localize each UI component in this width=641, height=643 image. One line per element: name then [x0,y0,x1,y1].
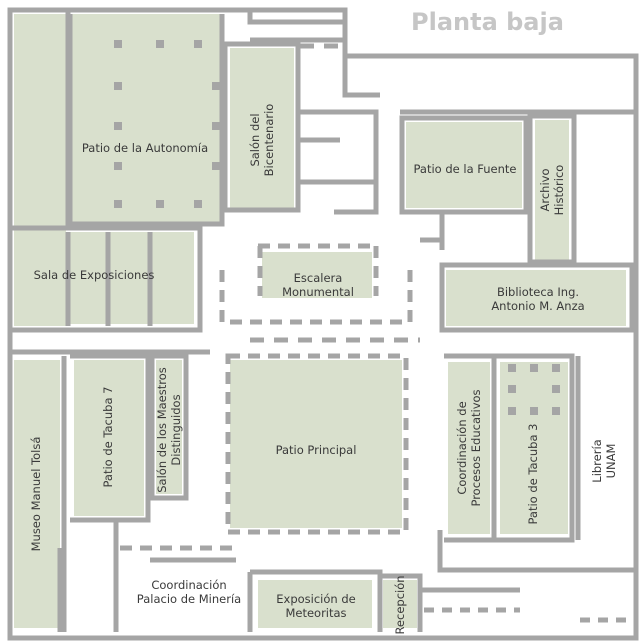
pillar [530,407,538,415]
wall-segment [222,41,301,213]
wall-segment [444,353,497,543]
room-patio-fuente: Patio de la Fuente [413,162,517,176]
pillar [508,364,516,372]
fill-archivo-historico [535,120,569,260]
room-sala-exposiciones: Sala de Exposiciones [33,268,155,282]
room-coordinacion-palacio: Coordinación Palacio de Minería [136,578,242,606]
wall-segment [70,353,151,523]
room-salon-bicentenario: Salón del Bicentenario [248,103,276,177]
wall-segment [10,225,203,333]
room-exposicion-meteoritos: Exposición de Meteoritas [276,592,356,620]
fill-coordinacion-procesos [448,362,490,534]
pillar [114,200,122,208]
wall-segment [219,270,413,325]
fill-patio-fuente [406,122,522,208]
wall-segment [527,113,577,265]
wall-segment [439,262,635,333]
fill-patio-tacuba-7 [74,360,144,516]
walls [7,7,639,641]
pillar [212,162,220,170]
pillar [212,122,220,130]
pillar [508,407,516,415]
room-museo-tolsa: Museo Manuel Tolsá [29,436,43,552]
fill-sala-exposiciones [14,232,194,324]
wall-segment [225,353,409,535]
pillar [212,82,220,90]
wall-segment [380,573,423,632]
fill-patio-autonomia [72,14,220,222]
pillar [530,364,538,372]
pillar [508,385,516,393]
fill-escalera-monumental [262,252,372,298]
pillar [114,162,122,170]
pillar [552,407,560,415]
wall-segment [437,530,636,573]
pillar [156,200,164,208]
fill-patio-principal [230,360,402,528]
room-libreria-unam: Librería UNAM [590,439,618,483]
room-patio-autonomia: Patio de la Autonomía [81,141,209,155]
pillar [156,40,164,48]
pillar [114,82,122,90]
fill-salon-bicentenario [230,48,294,208]
floor-title: Planta baja [411,8,564,36]
fill-salon-maestros [156,360,182,494]
fill-museo-tolsa [14,360,60,628]
pillar [114,122,122,130]
fill-recepcion [383,580,417,628]
pillar [552,385,560,393]
fill-exposicion-meteoritos [258,580,372,628]
wall-segment [496,353,575,543]
pillar [194,40,202,48]
pillar [114,40,122,48]
wall-segment [149,353,189,501]
wall-segment [250,569,383,632]
room-patio-tacuba-3: Patio de Tacuba 3 [526,423,540,525]
fill-biblioteca [446,270,626,326]
room-coordinacion-procesos: Coordinación de Procesos Educativos [455,389,483,507]
wall-segment [67,14,225,227]
room-patio-tacuba-7: Patio de Tacuba 7 [101,386,115,488]
wall-segment [399,115,529,215]
wall-segment [300,109,379,215]
pillar [194,200,202,208]
room-patio-principal: Patio Principal [275,443,357,457]
room-biblioteca: Biblioteca Ing. Antonio M. Anza [491,285,585,313]
room-archivo-historico: Archivo Histórico [538,164,566,216]
wall-segment [247,10,345,25]
room-salon-maestros: Salón de los Maestros Distinguidos [155,367,183,493]
pillar [552,364,560,372]
room-fills [14,14,626,628]
room-escalera-monumental: Escalera Monumental [282,271,354,299]
room-recepcion: Recepción [393,575,407,635]
wall-segment [342,56,380,98]
pillars [114,40,560,415]
